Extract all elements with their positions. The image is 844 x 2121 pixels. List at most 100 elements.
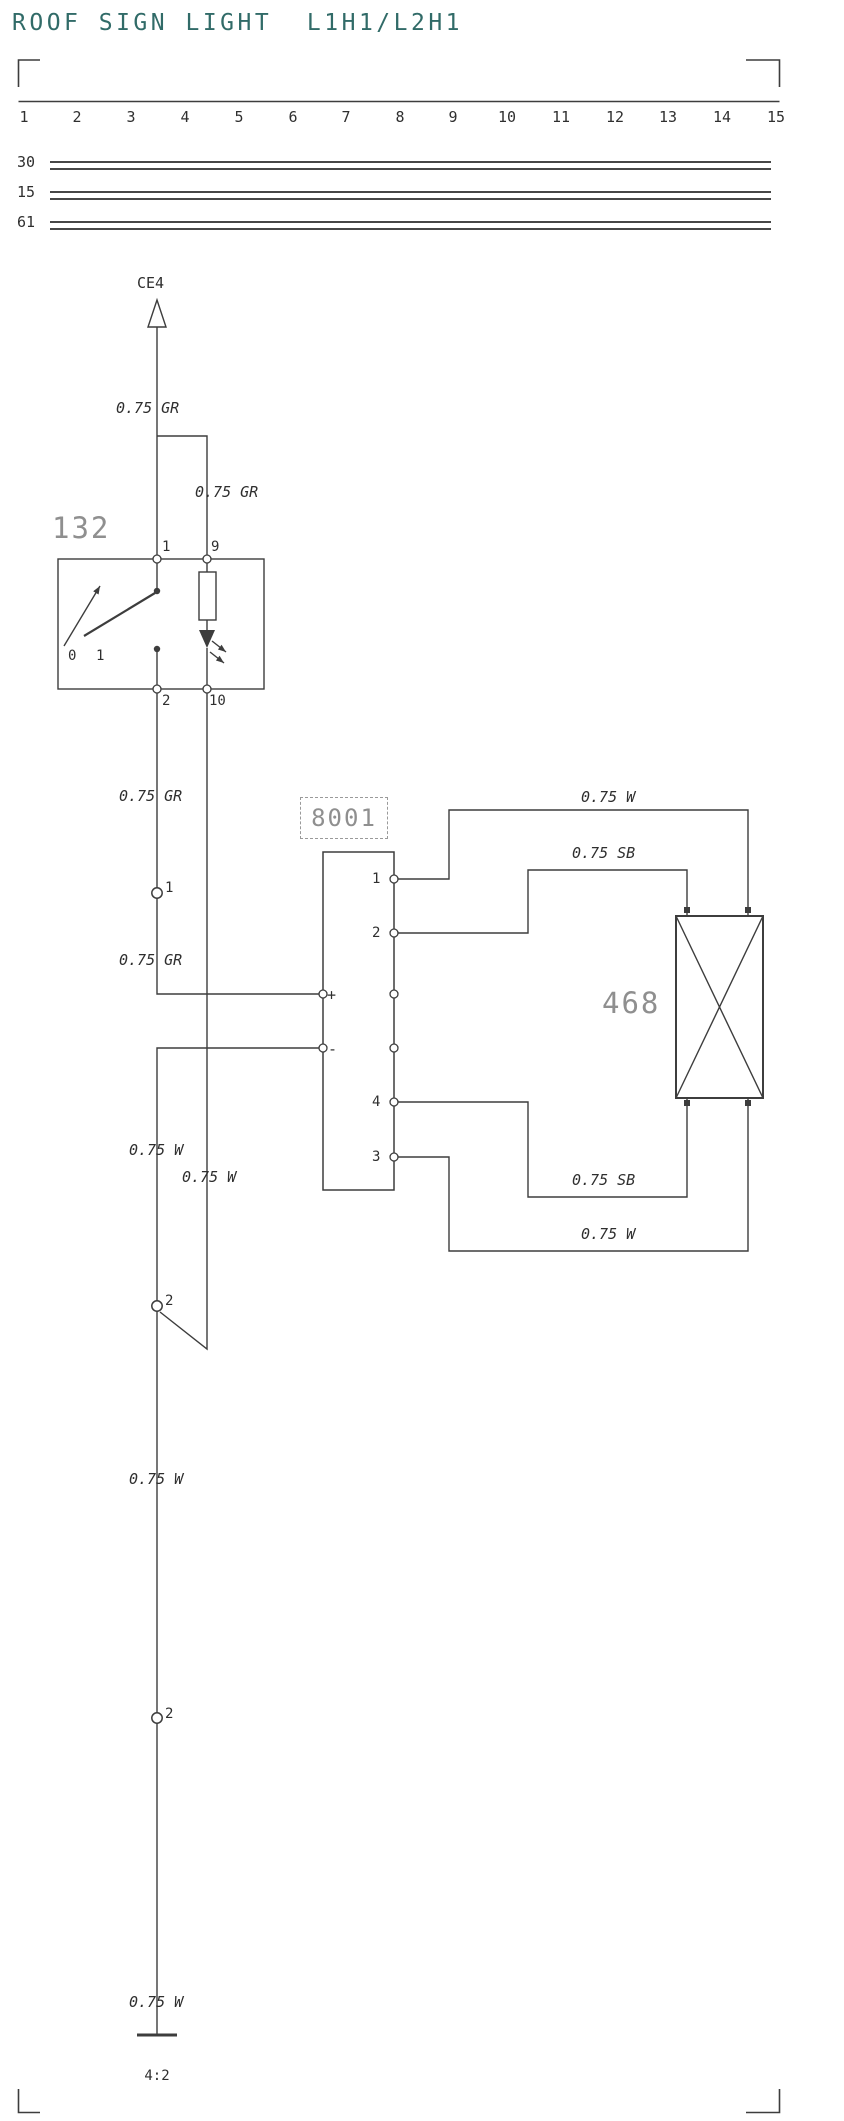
column-number: 5 <box>234 108 244 126</box>
wire-label: 0.75 SB <box>572 1171 636 1189</box>
lamp-terminal-square <box>684 1100 690 1106</box>
wire-8001-pin2-to-lamp <box>394 869 688 934</box>
column-number: 14 <box>712 108 732 126</box>
component-id-8001: 8001 <box>311 804 377 832</box>
wire-8001-pin4-to-lamp <box>394 1101 688 1198</box>
column-number: 4 <box>180 108 190 126</box>
page-title: ROOF SIGN LIGHT L1H1/L2H1 <box>12 10 464 36</box>
column-number: 11 <box>551 108 571 126</box>
unit-pin-circle <box>389 989 399 999</box>
switch-actuation-arrow <box>63 585 101 647</box>
ground-id-label: 4:2 <box>144 2068 170 2084</box>
unit-plus-label: + <box>327 986 337 1004</box>
wire-8001-pin1-to-lamp <box>394 809 749 909</box>
ce4-connector-label: CE4 <box>137 274 165 292</box>
wire-label: 0.75 GR <box>119 951 183 969</box>
unit-pin-3-label: 3 <box>372 1149 381 1165</box>
wire-label: 0.75 SB <box>572 844 636 862</box>
page-frame <box>17 59 781 2114</box>
wire-branch-to-pin9 <box>157 435 208 630</box>
column-number: 8 <box>395 108 405 126</box>
bus-line-15 <box>50 191 771 200</box>
switch-pin-10-circle <box>202 684 212 694</box>
wire-label: 0.75 W <box>129 1470 184 1488</box>
column-number: 2 <box>72 108 82 126</box>
bus-label-61: 61 <box>17 213 36 231</box>
lamp-terminal-square <box>745 1100 751 1106</box>
led-resistor <box>198 571 217 621</box>
unit-pin-2-circle <box>389 928 399 938</box>
switch-pin-1-circle <box>152 554 162 564</box>
wire-label: 0.75 W <box>129 1993 184 2011</box>
lamp-468-terminals <box>684 907 751 1106</box>
wire-label: 0.75 W <box>129 1141 184 1159</box>
ce4-connector-arrow <box>147 297 167 328</box>
unit-8001-box <box>322 851 395 1191</box>
switch-pin-2-label: 2 <box>162 693 171 709</box>
splice-2-circle <box>151 1300 163 1312</box>
lamp-terminal-square <box>684 907 690 913</box>
switch-arrowhead <box>93 586 100 595</box>
unit-pin-2-label: 2 <box>372 925 381 941</box>
switch-pin-1-label: 1 <box>162 539 171 555</box>
column-number: 13 <box>658 108 678 126</box>
frame-corner-top-left <box>17 59 40 87</box>
column-number: 7 <box>341 108 351 126</box>
switch-contact-dot-bottom <box>153 645 161 653</box>
unit-pin-3-circle <box>389 1152 399 1162</box>
wire-label: 0.75 GR <box>195 483 259 501</box>
column-number: 9 <box>448 108 458 126</box>
unit-pin-1-circle <box>389 874 399 884</box>
component-id-8001-box: 8001 <box>300 797 388 839</box>
unit-minus-label: - <box>328 1040 338 1058</box>
switch-pos-1-label: 1 <box>96 648 105 664</box>
unit-plus-pin-circle <box>318 989 328 999</box>
unit-pin-circle <box>389 1043 399 1053</box>
frame-corner-bottom-left <box>17 2089 40 2114</box>
switch-contact-dot-top <box>153 587 161 595</box>
switch-132-symbol <box>57 558 265 690</box>
column-number: 15 <box>766 108 786 126</box>
bus-label-30: 30 <box>17 153 36 171</box>
column-number: 12 <box>605 108 625 126</box>
lamp-terminal-square <box>745 907 751 913</box>
splice-1-label: 1 <box>165 880 174 896</box>
splice-2b-circle <box>151 1712 163 1724</box>
unit-pin-1-label: 1 <box>372 871 381 887</box>
led-triangle <box>199 630 215 648</box>
led-arrowhead-2 <box>215 655 224 663</box>
switch-pin-9-circle <box>202 554 212 564</box>
wire-label: 0.75 W <box>581 788 636 806</box>
bus-label-15: 15 <box>17 183 36 201</box>
unit-pin-4-circle <box>389 1097 399 1107</box>
unit-8001-symbol <box>322 851 395 1191</box>
splice-2b-label: 2 <box>165 1706 174 1722</box>
lamp-468-symbol <box>675 909 764 1105</box>
unit-pin-4-label: 4 <box>372 1094 381 1110</box>
column-number: 10 <box>497 108 517 126</box>
switch-pos-0-label: 0 <box>68 648 77 664</box>
led-arrowhead-1 <box>217 644 226 652</box>
unit-minus-pin-circle <box>318 1043 328 1053</box>
bus-line-30 <box>50 161 771 170</box>
pin-circles <box>151 554 399 1724</box>
component-id-132: 132 <box>52 511 111 545</box>
lamp-468-terminal-stubs <box>686 909 749 1105</box>
splice-2-label: 2 <box>165 1293 174 1309</box>
splice-1-circle <box>151 887 163 899</box>
column-number: 6 <box>288 108 298 126</box>
lamp-468-box <box>675 915 764 1099</box>
wire-label: 0.75 GR <box>116 399 180 417</box>
column-number: 3 <box>126 108 136 126</box>
switch-132-solids <box>93 586 226 663</box>
switch-pin-2-circle <box>152 684 162 694</box>
switch-pin-10-label: 10 <box>209 693 226 709</box>
component-id-468: 468 <box>602 986 661 1020</box>
wire-label: 0.75 GR <box>119 787 183 805</box>
wire-led-return <box>159 648 208 1351</box>
wire-minus-to-ground <box>156 1047 323 2035</box>
wire-splice1-to-plus <box>156 898 323 995</box>
frame-corner-bottom-right <box>746 2089 781 2114</box>
